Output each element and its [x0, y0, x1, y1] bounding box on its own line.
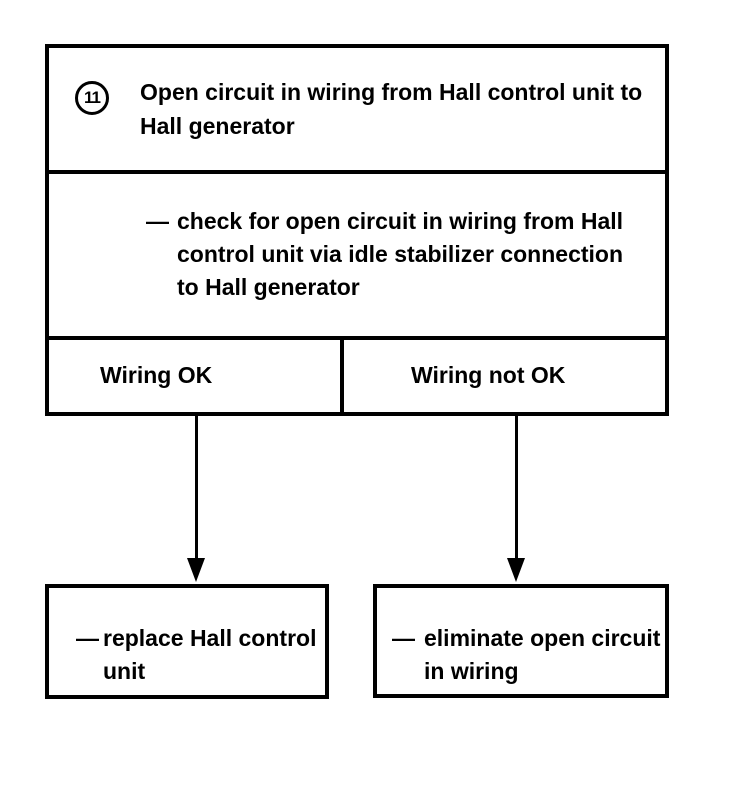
arrow-head-icon	[507, 558, 525, 582]
action-box-eliminate-open-circuit: — eliminate open circuit in wiring	[373, 584, 669, 698]
action-eliminate-line-1: eliminate open circuit	[424, 625, 661, 651]
dash-bullet: —	[76, 625, 99, 651]
outcome-wiring-ok: Wiring OK	[49, 340, 344, 412]
outcome-wiring-ok-label: Wiring OK	[100, 362, 213, 388]
arrow-down-wiring-ok	[185, 416, 207, 582]
check-line-2: control unit via idle stabilizer connect…	[177, 241, 624, 267]
outcome-row: Wiring OK Wiring not OK	[49, 340, 665, 412]
arrow-shaft	[514, 416, 518, 561]
check-line-1: check for open circuit in wiring from Ha…	[177, 208, 624, 234]
check-instruction-text: check for open circuit in wiring from Ha…	[177, 205, 623, 304]
outcome-wiring-not-ok-label: Wiring not OK	[411, 362, 566, 388]
arrow-down-wiring-not-ok	[505, 416, 527, 582]
step-title-line-2: Hall generator	[140, 113, 295, 139]
action-replace-line-1: replace Hall control	[103, 625, 317, 651]
action-text-eliminate: eliminate open circuit in wiring	[424, 622, 660, 688]
arrow-shaft	[194, 416, 198, 561]
action-text-replace: replace Hall control unit	[103, 622, 316, 688]
step-title-line-1: Open circuit in wiring from Hall control…	[140, 79, 643, 105]
action-eliminate-line-2: in wiring	[424, 658, 519, 684]
decision-table: 11 Open circuit in wiring from Hall cont…	[45, 44, 669, 416]
dash-bullet: —	[146, 208, 169, 234]
check-instruction-row: — check for open circuit in wiring from …	[49, 174, 665, 340]
check-line-3: to Hall generator	[177, 274, 360, 300]
dash-bullet: —	[392, 625, 415, 651]
step-number-badge: 11	[75, 81, 109, 115]
arrow-head-icon	[187, 558, 205, 582]
step-title: Open circuit in wiring from Hall control…	[140, 75, 642, 143]
action-box-replace-hall-control-unit: — replace Hall control unit	[45, 584, 329, 699]
action-replace-line-2: unit	[103, 658, 146, 684]
outcome-wiring-not-ok: Wiring not OK	[344, 340, 665, 412]
step-header-row: 11 Open circuit in wiring from Hall cont…	[49, 48, 665, 174]
step-number: 11	[84, 88, 101, 107]
